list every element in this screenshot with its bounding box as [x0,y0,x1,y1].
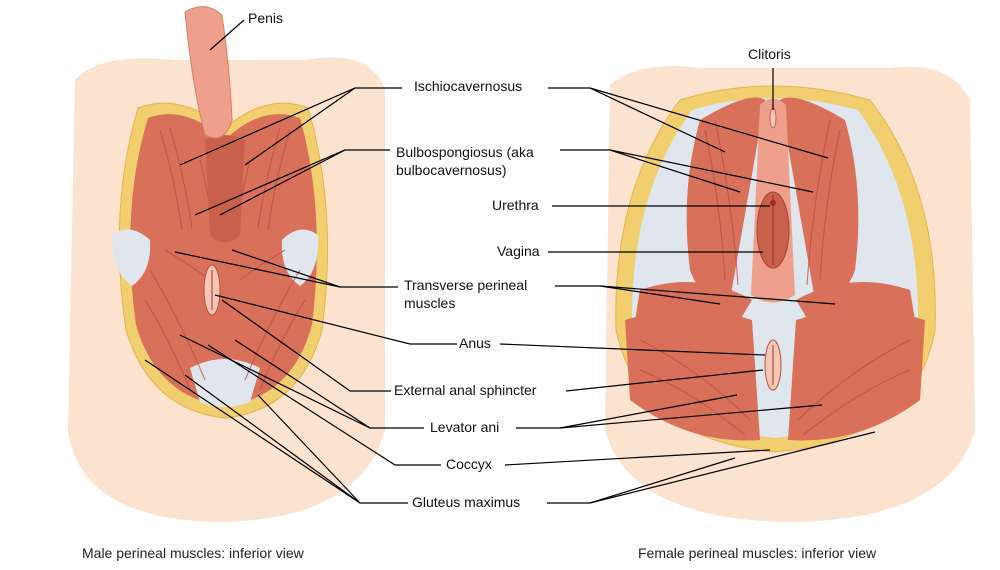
label-penis: Penis [248,10,284,26]
female-ischiocavernosus-left [686,97,765,300]
leader-lines [144,19,876,504]
label-coccyx: Coccyx [446,456,492,472]
male-penis [184,6,233,139]
male-bulbospongiosus [205,135,245,243]
label-transverse-line1: Transverse perineal [404,277,528,293]
label-transverse-line2: muscles [404,295,456,311]
female-urethra [770,200,776,206]
label-levator-ani: Levator ani [430,419,500,435]
female-transverse-right [796,282,915,320]
label-gluteus-maximus: Gluteus maximus [412,494,521,510]
label-ischiocavernosus: Ischiocavernosus [414,78,523,94]
male-ischial-fascia-right [281,229,319,286]
male-ischial-fascia-left [112,229,151,286]
male-muscle-field [130,114,317,406]
label-urethra: Urethra [492,197,539,213]
female-muscle-fibers [639,119,911,436]
caption-female: Female perineal muscles: inferior view [638,545,877,561]
female-ischiocavernosus-right [780,97,859,300]
label-bulbospongiosus-line2: bulbocavernosus) [396,162,507,178]
label-external-anal-sphincter: External anal sphincter [394,382,537,398]
male-perineum-illustration [68,6,385,522]
label-vagina: Vagina [497,243,540,259]
label-anus: Anus [459,335,491,351]
label-bulbospongiosus-line1: Bulbospongiosus (aka [396,144,534,160]
female-clitoris [769,107,777,129]
label-clitoris: Clitoris [748,46,791,62]
female-levator-left [625,310,760,441]
caption-male: Male perineal muscles: inferior view [82,545,304,561]
female-levator-right [788,310,925,441]
male-coccyx-fascia [190,359,260,407]
